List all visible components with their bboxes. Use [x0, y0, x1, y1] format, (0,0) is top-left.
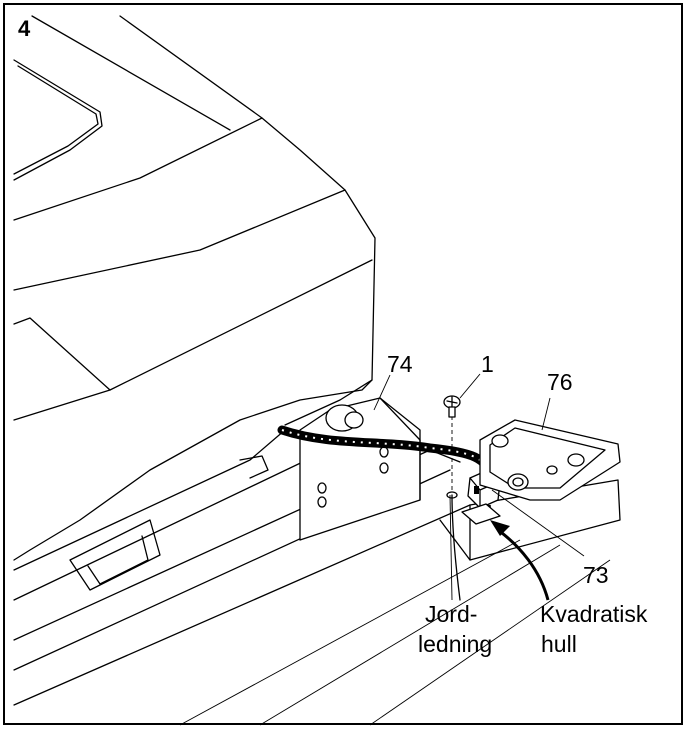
square-hole — [461, 503, 501, 525]
motor-hood — [13, 15, 376, 561]
hinge-bracket-74 — [299, 397, 421, 541]
ground-wire — [446, 416, 461, 601]
square-hole-arrow — [490, 520, 550, 601]
ground-wire-label-line2: ledning — [418, 631, 492, 657]
callout-76: 76 — [547, 369, 573, 395]
square-hole-label-line1: Kvadratisk — [540, 601, 648, 627]
callout-74: 74 — [387, 351, 413, 377]
leader-lines — [373, 373, 585, 601]
ground-wire-label-line1: Jord- — [425, 601, 477, 627]
screw-1 — [443, 395, 461, 418]
square-hole-label-line2: hull — [541, 631, 577, 657]
step-number: 4 — [18, 16, 31, 41]
motor-base-76 — [479, 419, 621, 501]
callout-1: 1 — [481, 351, 494, 377]
figure-border — [3, 3, 683, 725]
callout-73: 73 — [583, 562, 609, 588]
